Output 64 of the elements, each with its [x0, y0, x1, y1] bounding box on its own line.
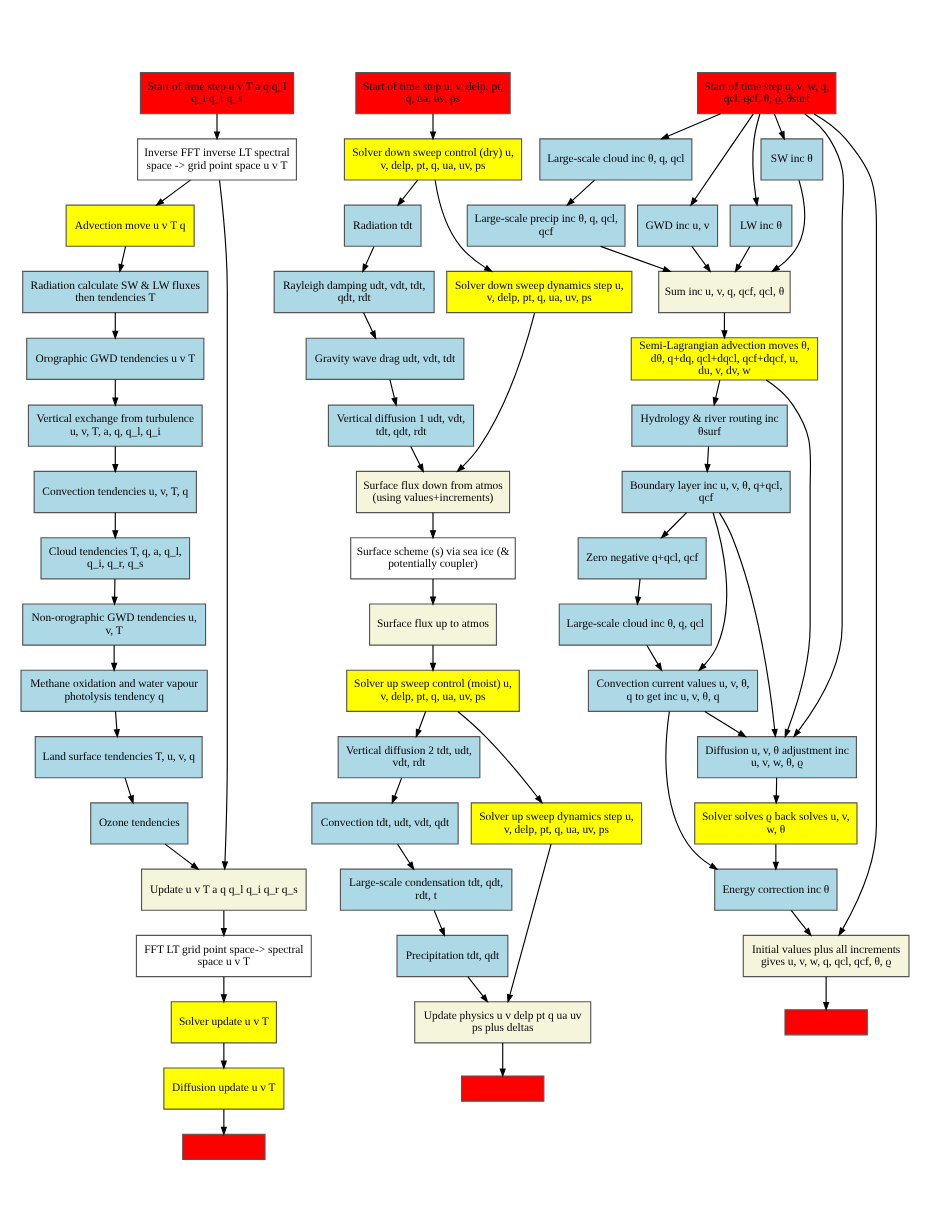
- arrow: [566, 179, 596, 207]
- arrow: [124, 777, 134, 805]
- arrow: [822, 976, 830, 1012]
- arrow: [389, 379, 398, 407]
- arrow: [499, 1042, 506, 1078]
- arrow: [704, 445, 711, 474]
- arrow: [220, 909, 228, 938]
- arrow: [691, 245, 712, 273]
- arrow: [111, 578, 118, 606]
- arrow: [362, 245, 375, 273]
- arrow: [790, 909, 812, 937]
- arrow: [113, 710, 120, 739]
- arrow: [410, 445, 425, 473]
- arrow: [506, 843, 552, 1004]
- arrow: [218, 179, 229, 871]
- arrow: [391, 777, 403, 805]
- arrow: [752, 113, 761, 207]
- node-box: [784, 1009, 868, 1036]
- arrow: [220, 1042, 228, 1070]
- arrow: [220, 1108, 228, 1136]
- arrow: [456, 312, 536, 473]
- arrow: [773, 113, 785, 141]
- arrow: [704, 710, 747, 738]
- arrow: [600, 245, 672, 272]
- node-box: [182, 1133, 266, 1160]
- arrow: [770, 179, 806, 273]
- arrow: [155, 179, 192, 207]
- arrow: [467, 976, 489, 1004]
- arrow: [110, 644, 118, 672]
- arrow: [396, 179, 419, 207]
- arrow: [765, 379, 812, 739]
- arrow: [112, 445, 119, 474]
- node-box: [461, 1075, 545, 1102]
- arrow: [689, 113, 754, 207]
- arrow: [429, 578, 437, 606]
- arrow: [429, 644, 437, 672]
- arrow: [665, 711, 719, 870]
- arrow: [773, 777, 780, 805]
- arrow: [718, 512, 778, 739]
- arrow: [429, 113, 437, 141]
- arrow: [433, 909, 446, 938]
- arrow: [363, 312, 377, 340]
- arrow: [213, 113, 221, 141]
- arrow: [164, 843, 200, 871]
- arrow: [112, 312, 119, 340]
- arrow: [397, 843, 415, 871]
- arrow: [646, 644, 663, 672]
- arrow: [112, 512, 119, 540]
- arrow: [734, 245, 751, 273]
- arrow: [660, 113, 722, 140]
- arrow: [457, 710, 543, 805]
- arrow: [698, 512, 728, 672]
- arrow: [220, 976, 228, 1004]
- arrow: [434, 179, 494, 273]
- arrow: [712, 379, 721, 407]
- arrow: [634, 578, 642, 606]
- arrow: [415, 710, 427, 739]
- arrow: [429, 512, 437, 540]
- arrow: [118, 245, 127, 274]
- arrow: [660, 512, 688, 539]
- arrow: [772, 843, 780, 871]
- arrow: [813, 113, 877, 937]
- arrow: [112, 379, 119, 407]
- arrow: [793, 113, 845, 738]
